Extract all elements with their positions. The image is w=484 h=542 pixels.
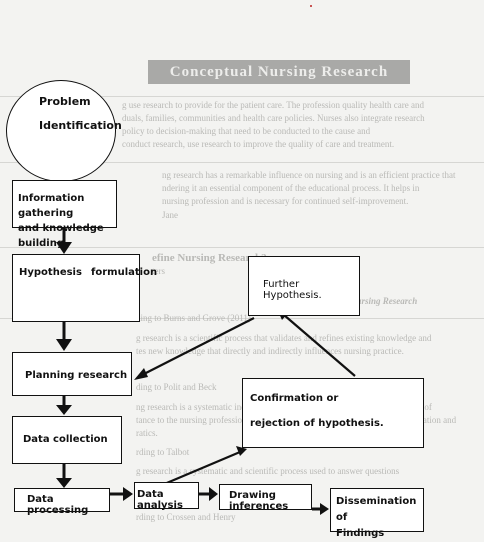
arrow-further-to-planning [139, 317, 255, 377]
ghost-heading: efine Nursing Research? [152, 252, 267, 264]
node-data-analysis: Data analysis [134, 482, 199, 511]
speck-mark [310, 5, 312, 7]
rule-line [0, 318, 484, 319]
node-label: Data analysis [137, 489, 183, 511]
node-confirmation-rejection: Confirmation or rejection of hypothesis. [242, 378, 424, 448]
node-label: Problem [39, 95, 91, 108]
ghost-text-line: ndering it an essential component of the… [162, 183, 420, 193]
node-hypothesis-formulation: Hypothesis formulation [12, 254, 157, 322]
node-label: formulation [91, 267, 158, 278]
node-data-collection: Data collection [12, 416, 122, 464]
arrowhead [209, 487, 218, 501]
node-label: Further Hypothesis. [263, 279, 322, 301]
ghost-text-line: g research is a systematic and scientifi… [136, 466, 400, 476]
ghost-text-line: rding to Crossen and Henry [136, 512, 236, 522]
ghost-text-line: Jane [162, 210, 178, 220]
arrowhead [56, 405, 72, 415]
arrowhead [320, 503, 329, 515]
node-label: Information gathering [18, 193, 85, 219]
arrow-analysis-to-confirmation [161, 450, 241, 487]
node-label: rejection of hypothesis. [250, 418, 384, 429]
node-drawing-inferences: Drawing inferences [219, 484, 312, 512]
arrowhead [236, 446, 247, 456]
ghost-text-line: policy to decision-making that need to b… [122, 126, 371, 136]
ghost-text-line: rding to Talbot [136, 447, 190, 457]
arrowhead [134, 368, 148, 380]
arrowhead [123, 487, 133, 501]
ghost-text-line: tes new knowledge that directly and indi… [136, 346, 404, 356]
node-label: Data collection [23, 434, 108, 445]
node-label: Data processing [27, 494, 89, 516]
node-label: Planning research [25, 370, 128, 381]
node-dissemination-findings: Dissemination of Findings [330, 488, 424, 539]
rule-line [0, 162, 484, 163]
node-label: Dissemination of [336, 496, 417, 523]
ghost-text-line: g use research to provide for the patien… [122, 100, 424, 110]
background-banner-title: Conceptual Nursing Research [148, 60, 410, 84]
node-further-hypothesis: Further Hypothesis. [248, 256, 360, 316]
node-label: Hypothesis [19, 267, 82, 278]
arrow-confirmation-to-further [283, 314, 356, 377]
ghost-text-line: ters [152, 266, 165, 276]
ghost-text-line: duals, families, communities and health … [122, 113, 425, 123]
ghost-text-line: conduct research, use research to improv… [122, 139, 395, 149]
rule-line [0, 96, 484, 97]
node-planning-research: Planning research [12, 352, 132, 396]
ghost-text-line: ding to Polit and Beck [136, 382, 217, 392]
node-label: Confirmation or [250, 393, 339, 404]
node-problem-identification: Problem Identification [6, 80, 122, 182]
node-data-processing: Data processing [14, 488, 110, 516]
node-label: Findings [336, 528, 385, 539]
arrowhead [56, 242, 72, 254]
ghost-text-line: g research is a scientific process that … [136, 333, 432, 343]
arrowhead [56, 339, 72, 351]
ghost-text-line: ng research has a remarkable influence o… [162, 170, 456, 180]
ghost-text-line: ratics. [136, 428, 158, 438]
ghost-text-line: nursing profession and is necessary for … [162, 196, 409, 206]
ghost-text-line: ding to Burns and Grove (2011) [136, 313, 251, 323]
arrowhead [56, 478, 72, 488]
node-label: and knowledge building [18, 223, 104, 249]
node-label: Drawing inferences [229, 490, 289, 512]
node-information-gathering: Information gathering and knowledge buil… [12, 180, 117, 249]
node-label: Identification [39, 119, 122, 132]
rule-line [0, 247, 484, 248]
